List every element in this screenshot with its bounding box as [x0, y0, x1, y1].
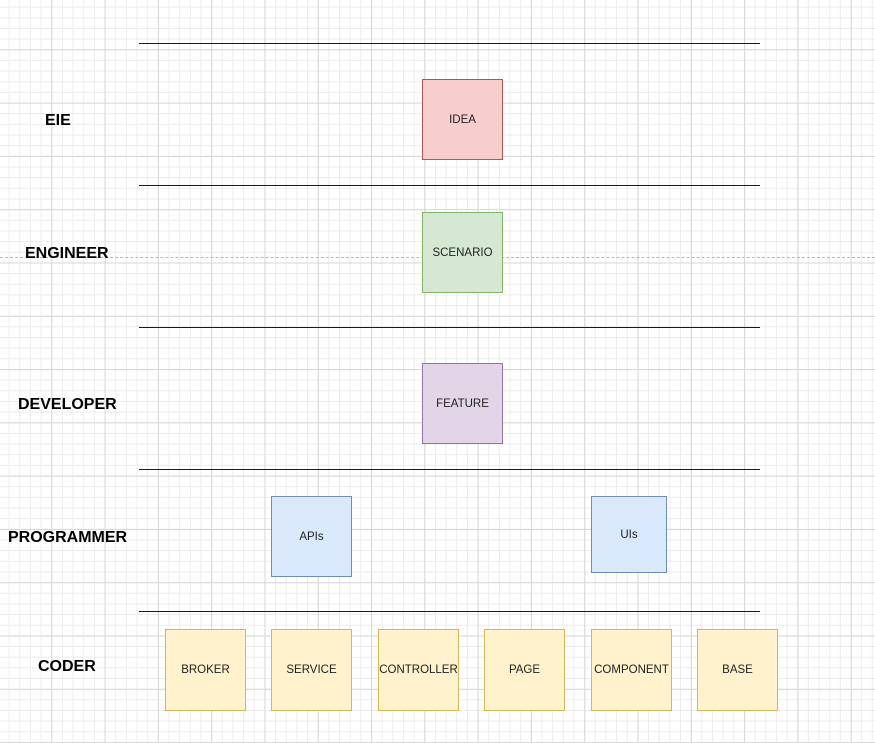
- node-idea[interactable]: IDEA: [422, 79, 503, 160]
- node-broker[interactable]: BROKER: [165, 629, 246, 711]
- node-feature[interactable]: FEATURE: [422, 363, 503, 444]
- layer-label-developer: DEVELOPER: [18, 396, 117, 413]
- layer-label-coder: CODER: [38, 658, 96, 675]
- layer-label-eie: EIE: [45, 112, 71, 129]
- node-base[interactable]: BASE: [697, 629, 778, 711]
- node-service[interactable]: SERVICE: [271, 629, 352, 711]
- node-controller[interactable]: CONTROLLER: [378, 629, 459, 711]
- layer-label-programmer: PROGRAMMER: [8, 529, 128, 546]
- layer-divider: [139, 611, 760, 612]
- node-apis[interactable]: APIs: [271, 496, 352, 577]
- layer-label-engineer: ENGINEER: [25, 245, 109, 262]
- node-scenario[interactable]: SCENARIO: [422, 212, 503, 293]
- layer-divider: [139, 43, 760, 44]
- layer-divider: [139, 327, 760, 328]
- layer-divider: [139, 185, 760, 186]
- node-uis[interactable]: UIs: [591, 496, 667, 573]
- node-page[interactable]: PAGE: [484, 629, 565, 711]
- layer-divider: [139, 469, 760, 470]
- node-component[interactable]: COMPONENT: [591, 629, 672, 711]
